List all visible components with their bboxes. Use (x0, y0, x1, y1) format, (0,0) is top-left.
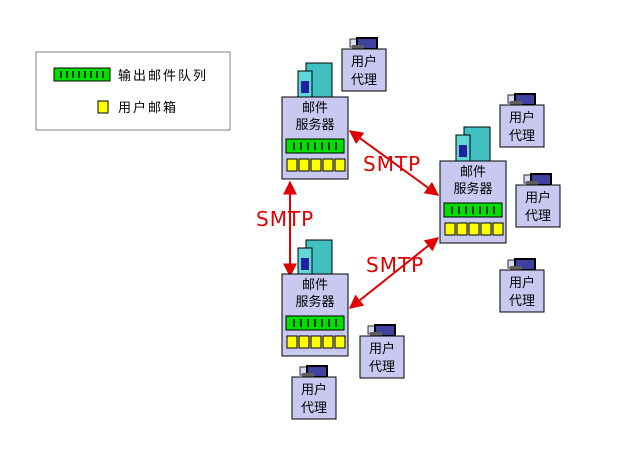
server-label-line2: 服务器 (295, 117, 334, 133)
user-agent-4: 用户 代理 (499, 257, 545, 313)
agent-label-line2: 代理 (509, 294, 535, 309)
agent-label-line2: 代理 (525, 209, 551, 224)
agent-label-line1: 用户 (369, 341, 395, 357)
user-agent-2: 用户 代理 (499, 92, 545, 148)
agent-label-line2: 代理 (351, 73, 377, 88)
legend-queue-icon (53, 67, 111, 82)
agent-label-line1: 用户 (509, 110, 535, 126)
agent-label-line2: 代理 (369, 360, 395, 375)
legend-mailbox-icon (97, 100, 109, 114)
smtp-arrow-bottom-right (348, 237, 440, 309)
smtp-label-top: SMTP (363, 152, 421, 176)
agent-label-line1: 用户 (301, 382, 327, 398)
mail-server-top: 邮件 服务器 (281, 62, 349, 180)
agent-label-line1: 用户 (351, 54, 377, 70)
server-label-line2: 服务器 (453, 181, 492, 197)
smtp-arrow-top-right (348, 130, 440, 196)
agent-label-line1: 用户 (525, 190, 551, 206)
legend-queue-label: 输出邮件队列 (118, 68, 208, 84)
agent-label-line2: 代理 (509, 129, 535, 144)
user-agent-5: 用户 代理 (359, 323, 405, 379)
server-label-line1: 邮件 (302, 101, 328, 116)
agent-label-line2: 代理 (301, 401, 327, 416)
server-label-line1: 邮件 (460, 165, 486, 180)
server-label-line1: 邮件 (302, 278, 328, 293)
smtp-label-left: SMTP (256, 207, 314, 231)
server-label-line2: 服务器 (295, 294, 334, 310)
legend-box (35, 51, 231, 131)
user-agent-1: 用户 代理 (341, 36, 387, 92)
mail-server-right: 邮件 服务器 (439, 126, 507, 244)
legend-mailbox-label: 用户邮箱 (118, 100, 178, 116)
agent-label-line1: 用户 (509, 275, 535, 291)
user-agent-6: 用户 代理 (291, 364, 337, 420)
mail-server-bottom: 邮件 服务器 (281, 239, 349, 357)
smtp-label-bottom: SMTP (366, 253, 424, 277)
user-agent-3: 用户 代理 (515, 172, 561, 228)
